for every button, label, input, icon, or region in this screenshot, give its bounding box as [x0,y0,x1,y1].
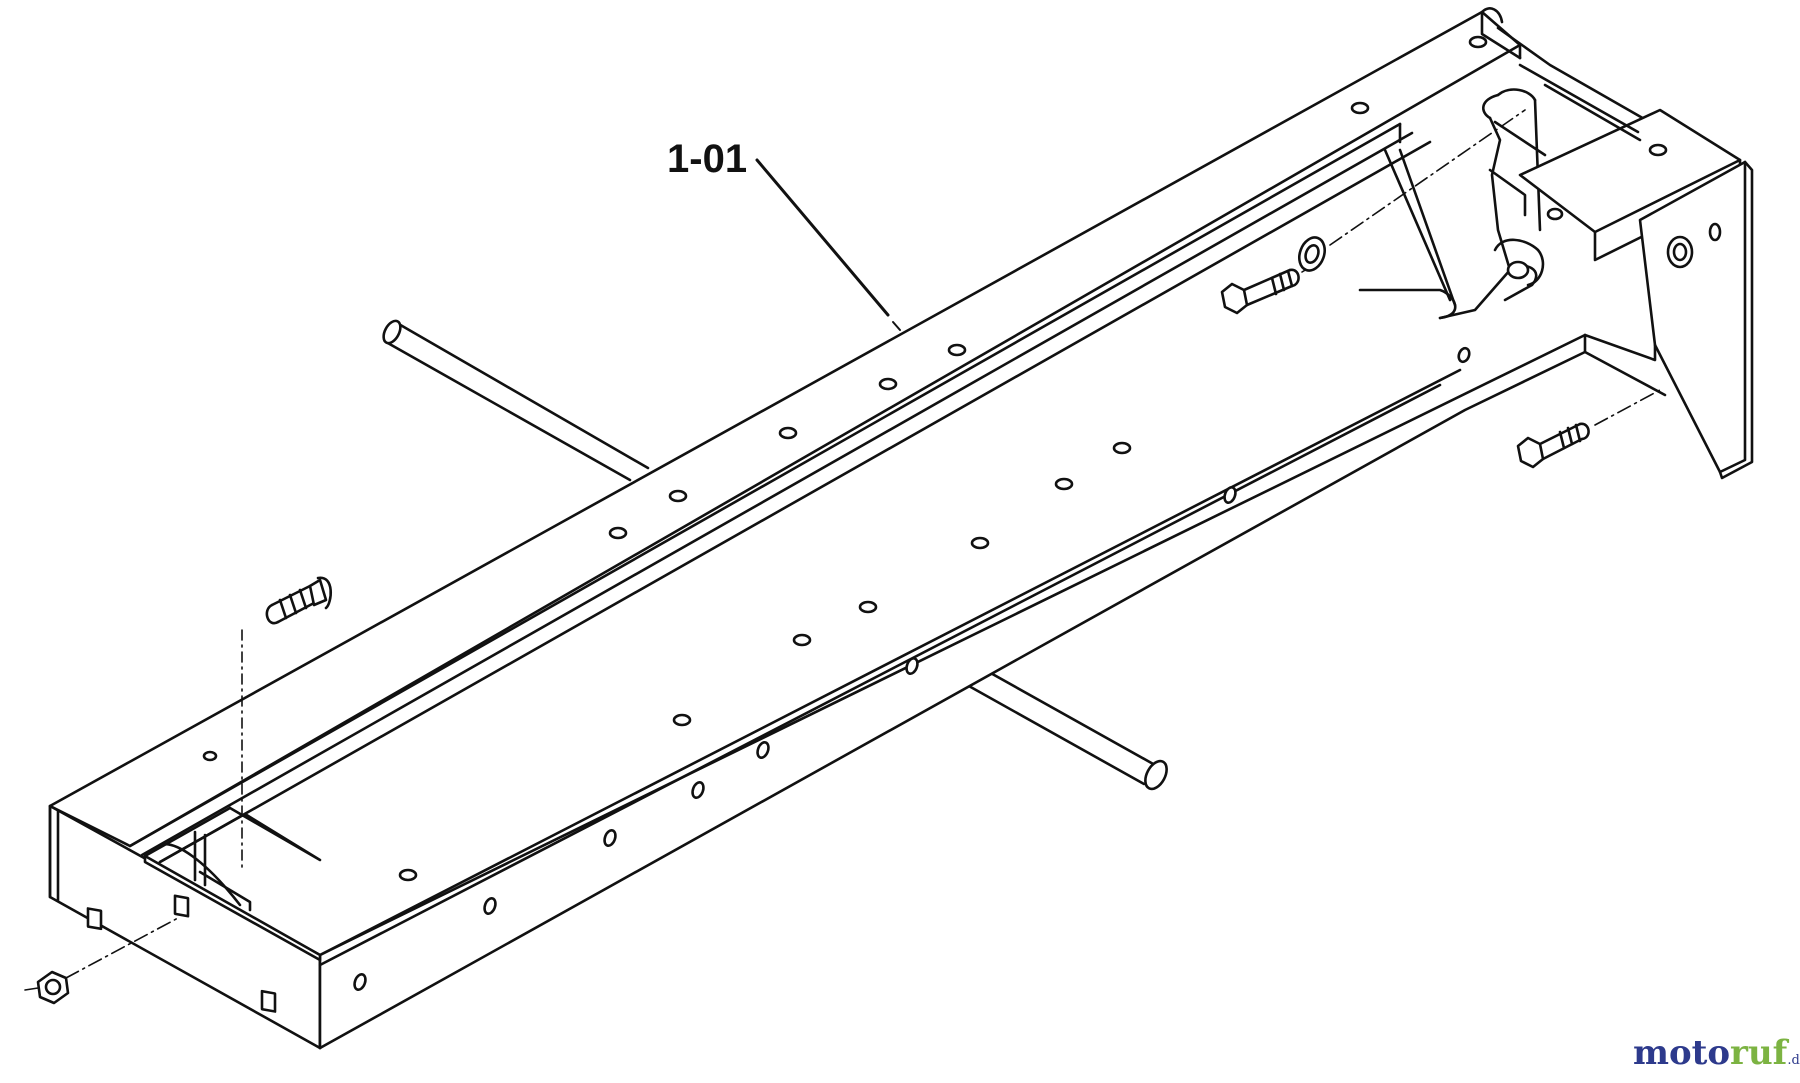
callout-leader-line [755,158,890,317]
hex-bolt [1220,265,1313,315]
carriage-bolt [241,576,332,873]
mounting-bracket [1358,26,1742,320]
rear-bracket-plate [1583,160,1754,480]
watermark-logo: motoruf.de [1633,1033,1800,1073]
hex-bolt [1516,389,1661,469]
hex-nut [24,917,179,1005]
washer [1298,109,1526,272]
frame-rail [48,7,1587,1050]
svg-text:motoruf.de: motoruf.de [1633,1033,1800,1073]
part-label-frame: 1-01 [667,137,747,181]
